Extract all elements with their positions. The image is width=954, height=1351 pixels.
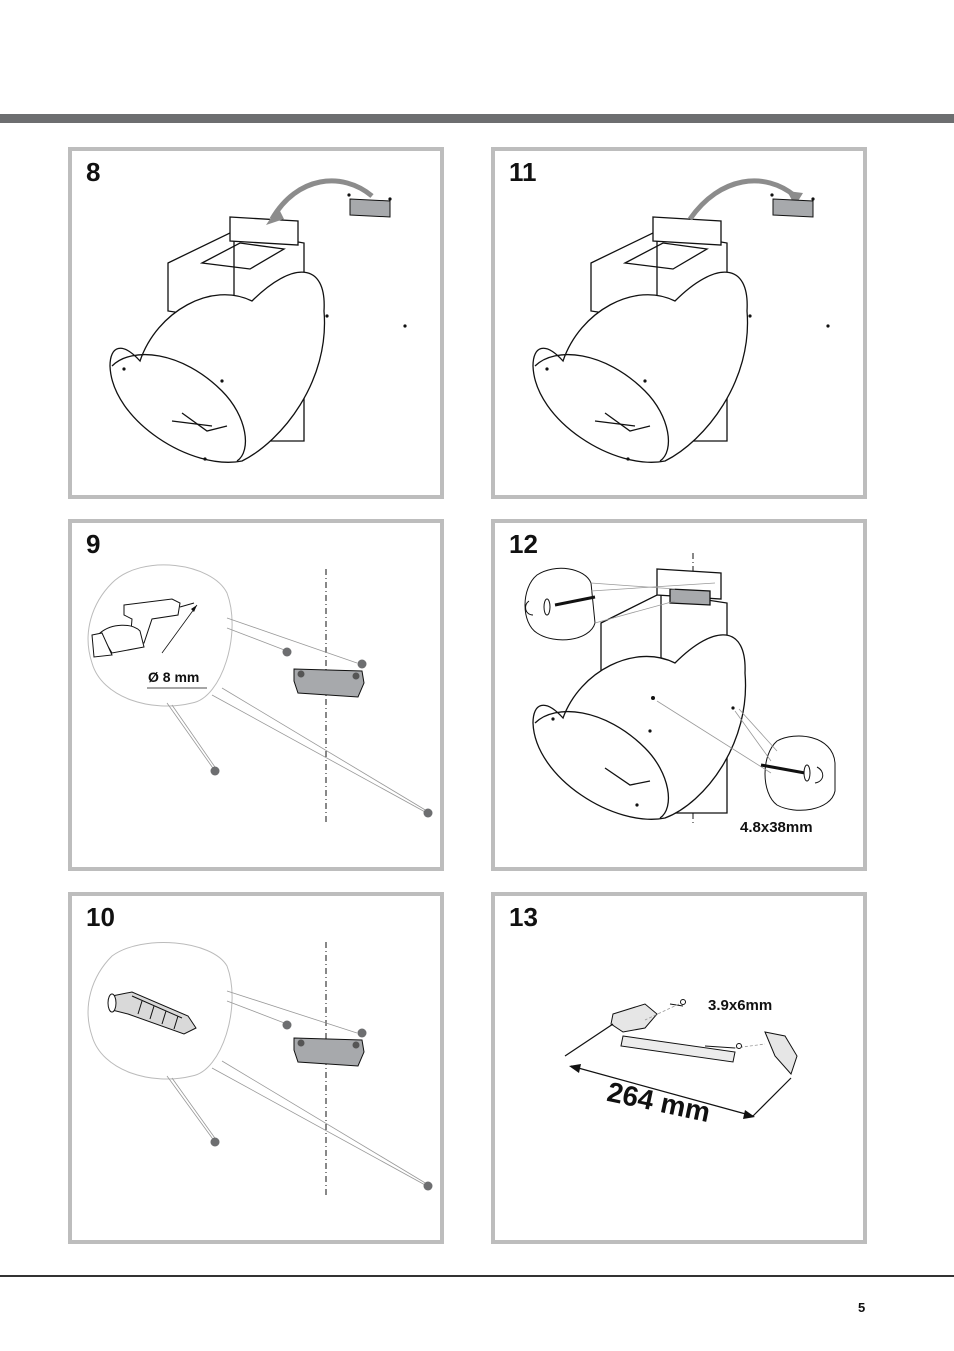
- step-12-panel: 12 4.8x38mm: [491, 519, 867, 871]
- hood-duct-illustration: [72, 151, 440, 495]
- wall-drilling-illustration: [72, 523, 440, 867]
- step-number: 11: [509, 157, 537, 188]
- step-10-panel: 10: [68, 892, 444, 1244]
- step-number: 8: [86, 157, 100, 188]
- hood-duct-illustration: [495, 151, 863, 495]
- step-11-panel: 11: [491, 147, 867, 499]
- screw-size-label: 4.8x38mm: [740, 819, 813, 836]
- step-13-panel: 13 3.9x6mm 264 mm: [491, 892, 867, 1244]
- footer-rule: [0, 1275, 954, 1277]
- step-9-panel: 9 Ø 8 mm: [68, 519, 444, 871]
- header-bar: [0, 114, 954, 123]
- step-number: 10: [86, 902, 115, 933]
- wall-plug-illustration: [72, 896, 440, 1240]
- fix-duct-screws-illustration: [495, 523, 863, 867]
- step-8-panel: 8: [68, 147, 444, 499]
- page-number: 5: [858, 1300, 865, 1315]
- step-number: 13: [509, 902, 538, 933]
- step-number: 9: [86, 529, 100, 560]
- step-number: 12: [509, 529, 538, 560]
- drill-size-label: Ø 8 mm: [148, 669, 199, 685]
- bracket-assembly-illustration: [495, 896, 863, 1240]
- screw-size-label: 3.9x6mm: [708, 997, 772, 1014]
